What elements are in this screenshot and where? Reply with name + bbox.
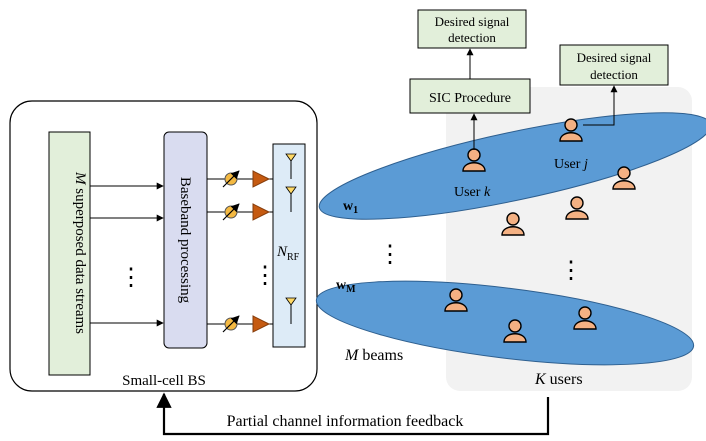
beam-wM-label: wM <box>336 278 356 295</box>
detection-2-line2: detection <box>590 67 638 82</box>
baseband-label: Baseband processing <box>177 177 193 304</box>
feedback-arrow <box>156 392 550 436</box>
small-cell-bs-label: Small-cell BS <box>122 373 206 389</box>
users-count-label: K users <box>534 371 583 388</box>
sic-procedure-box <box>409 78 531 114</box>
baseband-box <box>163 131 208 349</box>
detection-1-line2: detection <box>448 30 496 45</box>
sic-procedure-label: SIC Procedure <box>429 91 511 106</box>
detection-2-line1: Desired signal <box>577 50 652 65</box>
amplifier-icon <box>252 170 271 188</box>
antenna-icon <box>285 297 297 306</box>
user-j-label: User j <box>554 157 588 172</box>
beams-count-label: M beams <box>344 347 403 364</box>
antenna-icon <box>285 153 297 162</box>
antenna-icon <box>285 186 297 195</box>
users-vdots: ⋮ <box>559 258 583 284</box>
rf-antenna-box <box>272 143 306 348</box>
beam-wM <box>315 280 695 366</box>
beam-w1-label: w1 <box>343 199 358 216</box>
nrf-label: NRF <box>276 244 300 263</box>
detection-box-1 <box>417 9 527 49</box>
detection-1-line1: Desired signal <box>435 14 510 29</box>
user-k-label: User k <box>454 185 491 200</box>
user-j-to-detection-arrow <box>583 85 618 126</box>
amplifier-icon <box>252 315 271 333</box>
data-streams-box <box>48 131 91 376</box>
data-streams-label: M superposed data streams <box>72 171 88 334</box>
amplifier-icon <box>252 203 271 221</box>
feedback-label: Partial channel information feedback <box>227 413 464 430</box>
beam-w1 <box>318 112 706 220</box>
rf-vdots: ⋮ <box>253 263 277 289</box>
streams-vdots: ⋮ <box>119 265 143 291</box>
beams-vdots: ⋮ <box>378 242 402 268</box>
detection-box-2 <box>559 44 669 86</box>
